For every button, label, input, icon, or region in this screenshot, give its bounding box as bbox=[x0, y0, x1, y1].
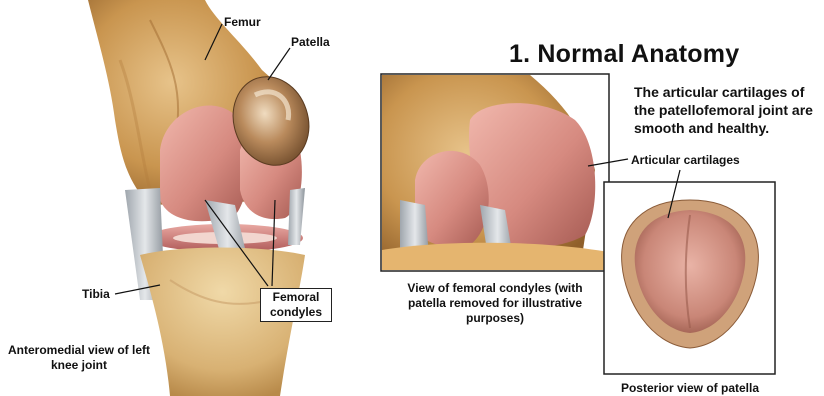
caption-main-view: Anteromedial view of left knee joint bbox=[4, 343, 154, 373]
page-title: 1. Normal Anatomy bbox=[509, 40, 739, 69]
label-tibia: Tibia bbox=[82, 287, 110, 302]
label-articular-cartilages: Articular cartilages bbox=[631, 153, 740, 168]
caption-condyle-view: View of femoral condyles (with patella r… bbox=[405, 281, 585, 326]
description: The articular cartilages of the patellof… bbox=[634, 83, 820, 137]
label-patella: Patella bbox=[291, 35, 330, 50]
label-femoral-condyles: Femoral condyles bbox=[260, 288, 332, 322]
caption-patella-view: Posterior view of patella bbox=[600, 381, 780, 396]
label-femur: Femur bbox=[224, 15, 261, 30]
